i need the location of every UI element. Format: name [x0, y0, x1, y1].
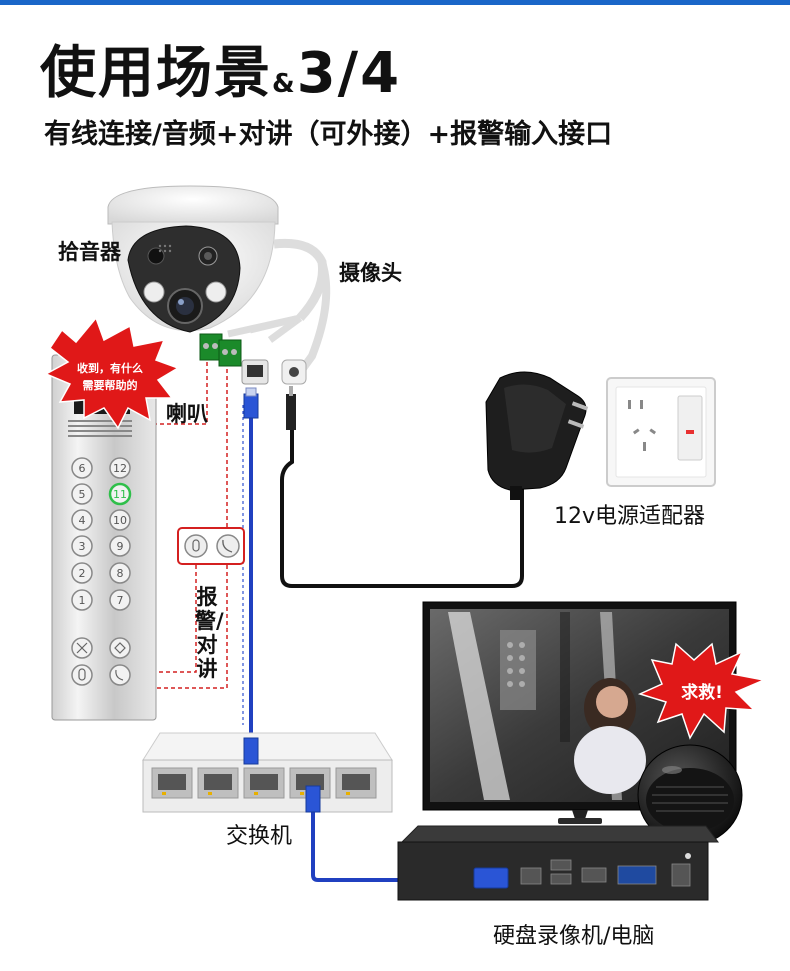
floor-label: 10: [113, 514, 127, 527]
floor-label: 4: [79, 514, 86, 527]
label-switch: 交换机: [226, 824, 293, 849]
floor-label: 5: [79, 488, 86, 501]
floor-label: 7: [117, 594, 124, 607]
network-cable-switch-nvr: [311, 800, 482, 882]
floor-label: 9: [117, 540, 124, 553]
floor-buttons: [71, 457, 132, 611]
wall-socket: [606, 377, 716, 487]
nvr-recorder: [397, 825, 719, 901]
reply-bubble-line1: 收到，有什么: [77, 361, 143, 375]
page-title: 使用场景&3/4: [40, 41, 402, 106]
reply-bubble-line2: 需要帮助的: [83, 378, 138, 392]
page-subtitle: 有线连接/音频+对讲（可外接）+报警输入接口: [44, 119, 613, 150]
desktop-speaker: [637, 744, 743, 846]
label-mic: 拾音器: [58, 240, 121, 264]
elevator-control-panel: 6 5 4 3 2 1 12 11 10 9 8 7: [51, 354, 157, 721]
alarm-talk-buttons: [177, 527, 245, 565]
label-power-adapter: 12v电源适配器: [554, 504, 706, 529]
floor-label: 12: [113, 462, 127, 475]
label-speaker: 喇叭: [166, 402, 208, 426]
label-camera: 摄像头: [339, 261, 402, 285]
top-accent-bar: [0, 0, 790, 5]
floor-label: 3: [79, 540, 86, 553]
reply-speech-bubble: 收到，有什么 需要帮助的: [44, 316, 180, 430]
floor-label: 1: [79, 594, 86, 607]
floor-label: 2: [79, 567, 86, 580]
floor-label: 8: [117, 567, 124, 580]
label-nvr: 硬盘录像机/电脑: [493, 924, 655, 949]
label-alarm-talk: 报警/对讲: [195, 585, 224, 681]
floor-label: 6: [79, 462, 86, 475]
power-cable: [280, 430, 524, 588]
floor-label-lit: 11: [113, 488, 127, 501]
dome-camera: [107, 185, 331, 430]
help-speech-bubble: 求救!: [637, 642, 767, 740]
network-switch: [142, 732, 393, 813]
help-bubble-text: 求救!: [681, 682, 723, 703]
power-adapter: [485, 371, 589, 500]
